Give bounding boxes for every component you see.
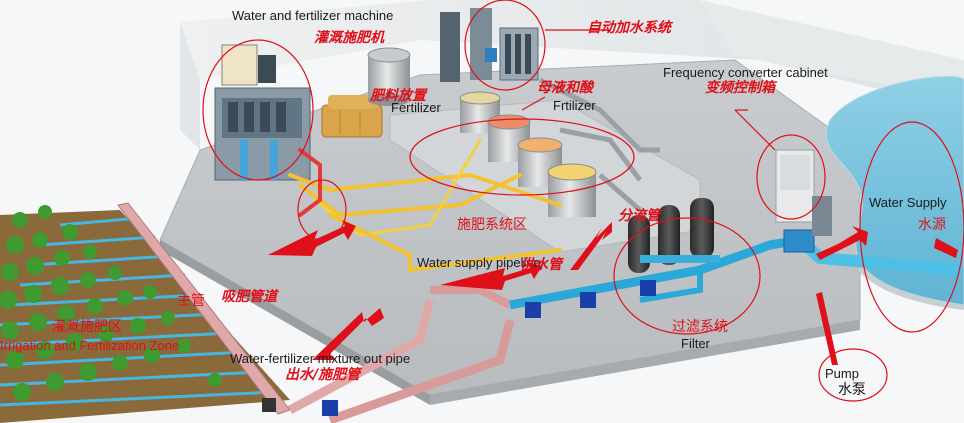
label-pump: Pump <box>825 366 859 381</box>
label-water-supply-pipeline: Water supply pipeline <box>417 255 541 270</box>
label-freq-control-box: 变频控制箱 <box>705 80 775 96</box>
filter-illustration <box>628 198 720 273</box>
label-irrigation-zone-en: Irrigation and Fertilization Zone <box>0 338 180 353</box>
label-frequency-converter-cabinet: Frequency converter cabinet <box>663 65 828 80</box>
label-mother-liquor: 母液和酸 <box>537 80 593 96</box>
label-frtilizer: Frtilizer <box>553 98 596 113</box>
cabinet-pump-illustration <box>775 149 832 253</box>
label-fertilizer: Fertilizer <box>391 100 441 115</box>
fertigation-machine-illustration <box>214 44 311 181</box>
label-water-source: 水源 <box>918 217 946 233</box>
label-mixture-out-pipe: Water-fertilizer mixture out pipe <box>230 351 411 366</box>
label-water-fertilizer-machine: Water and fertilizer machine <box>232 8 394 23</box>
auto-water-system-illustration <box>440 8 539 82</box>
right-wall <box>700 0 964 100</box>
annotation-ellipses <box>202 0 964 402</box>
mixture-out-pipe <box>262 298 515 423</box>
label-supply-pipe: 供水管 <box>520 257 562 273</box>
label-fertilizer-storage: 肥料放置 <box>370 88 426 104</box>
label-fertilization-area: 施肥系统区 <box>457 217 527 233</box>
label-suction-pipe: 吸肥管道 <box>221 289 277 305</box>
fertilizer-tank-illustration <box>367 47 411 106</box>
label-fertigation-machine-zh: 灌溉施肥机 <box>314 30 384 46</box>
label-outlet-pipe: 出水/施肥管 <box>285 367 361 383</box>
red-arrows <box>268 220 958 365</box>
label-water-supply: Water Supply <box>869 195 947 210</box>
left-wall <box>180 22 200 150</box>
label-auto-water-system: 自动加水系统 <box>587 20 671 36</box>
suction-pipes <box>288 138 562 273</box>
label-filter: Filter <box>681 336 710 351</box>
label-filter-system: 过滤系统 <box>672 319 728 335</box>
label-main-pipe: 主管 <box>177 293 205 309</box>
leader-lines <box>521 29 776 151</box>
label-diverter-pipe: 分流管 <box>618 208 660 224</box>
crop-plants <box>0 205 222 401</box>
label-water-pump-zh: 水泵 <box>838 382 866 398</box>
label-irrigation-zone-zh: 灌溉施肥区 <box>52 319 122 335</box>
fertilizer-bags-illustration <box>321 95 383 138</box>
